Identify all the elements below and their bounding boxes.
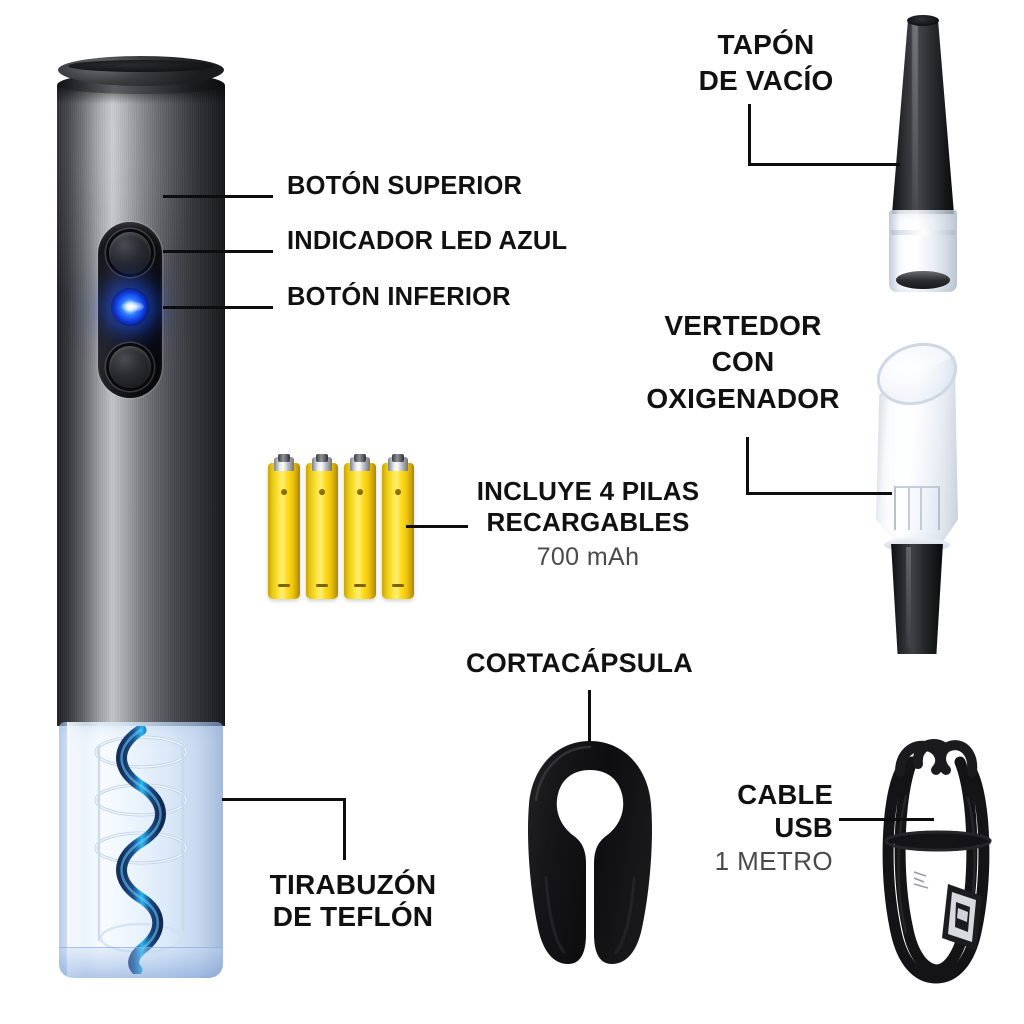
label-indicador-led-azul: INDICADOR LED AZUL	[287, 227, 568, 255]
battery-plus-mark	[319, 489, 325, 495]
label-incluye-4-pilas-recargables: INCLUYE 4 PILAS RECARGABLES	[476, 476, 700, 538]
label-cortacapsula: CORTACÁPSULA	[466, 648, 693, 678]
battery-minus-mark	[392, 584, 404, 587]
blue-led-indicator	[111, 288, 149, 326]
pourer-black-stopper	[891, 544, 943, 654]
leader-line-indicador-led	[163, 250, 273, 253]
label-capacidad-700-mah: 700 mAh	[536, 543, 640, 571]
stopper-top-opening	[907, 15, 939, 26]
leader-line-tirabuzon-horizontal	[222, 798, 346, 801]
battery-2	[306, 454, 338, 599]
battery-plus-mark	[281, 489, 287, 495]
leader-line-cable-usb	[839, 818, 934, 821]
leader-line-boton-superior	[163, 195, 273, 198]
leader-line-boton-inferior	[163, 306, 273, 309]
label-cable-longitud: 1 METRO	[714, 846, 833, 876]
battery-plus-mark	[357, 489, 363, 495]
bottom-button[interactable]	[109, 346, 151, 388]
stopper-base-ring	[891, 230, 955, 235]
battery-minus-mark	[278, 584, 290, 587]
usb-cable-product	[856, 736, 1016, 988]
stopper-black-cone	[892, 18, 954, 214]
corkscrew-control-panel	[98, 222, 162, 398]
leader-line-tapon-vertical	[748, 104, 751, 166]
battery-minus-mark	[316, 584, 328, 587]
battery-4	[382, 454, 414, 599]
leader-line-vertedor-horizontal	[746, 492, 892, 495]
leader-line-cortacapsula	[588, 690, 591, 742]
leader-line-pilas	[406, 525, 468, 528]
battery-terminal-cap	[392, 454, 404, 462]
battery-1	[268, 454, 300, 599]
label-boton-superior: BOTÓN SUPERIOR	[287, 172, 523, 200]
stopper-clear-base	[889, 210, 957, 292]
leader-line-vertedor-vertical	[746, 437, 749, 495]
usb-a-connector	[942, 884, 982, 950]
label-tapon-de-vacio: TAPÓN DE VACÍO	[698, 29, 834, 96]
usb-cable-coil	[882, 739, 992, 984]
battery-terminal-cap	[278, 454, 290, 462]
corkscrew-metal-body	[57, 86, 225, 726]
stopper-bottom-seal	[896, 271, 950, 289]
corkscrew-top-cap	[58, 56, 224, 86]
label-tirabuzon-de-teflon: TIRABUZÓN DE TEFLÓN	[269, 869, 437, 933]
aerator-pourer-product	[858, 333, 976, 660]
battery-minus-mark	[354, 584, 366, 587]
corkscrew-internals	[73, 726, 209, 974]
battery-terminal-cap	[354, 454, 366, 462]
leader-line-tapon-horizontal	[748, 163, 900, 166]
leader-line-tirabuzon-vertical	[343, 798, 346, 860]
teflon-helix-screw	[116, 726, 166, 974]
foil-cutter-product	[516, 738, 664, 970]
label-boton-inferior: BOTÓN INFERIOR	[287, 283, 511, 311]
top-button[interactable]	[109, 232, 151, 274]
rechargeable-batteries-group	[268, 454, 423, 605]
electric-corkscrew-product	[57, 56, 225, 981]
vacuum-stopper-product	[869, 15, 981, 308]
foil-cutter-shape	[528, 741, 652, 964]
pourer-aeration-chamber	[894, 486, 940, 530]
label-vertedor-con-oxigenador: VERTEDOR CON OXIGENADOR	[646, 310, 840, 414]
battery-3	[344, 454, 376, 599]
battery-plus-mark	[395, 489, 401, 495]
corkscrew-transparent-barrel	[59, 722, 223, 978]
label-cable-usb: CABLE USB	[737, 779, 833, 843]
battery-terminal-cap	[316, 454, 328, 462]
